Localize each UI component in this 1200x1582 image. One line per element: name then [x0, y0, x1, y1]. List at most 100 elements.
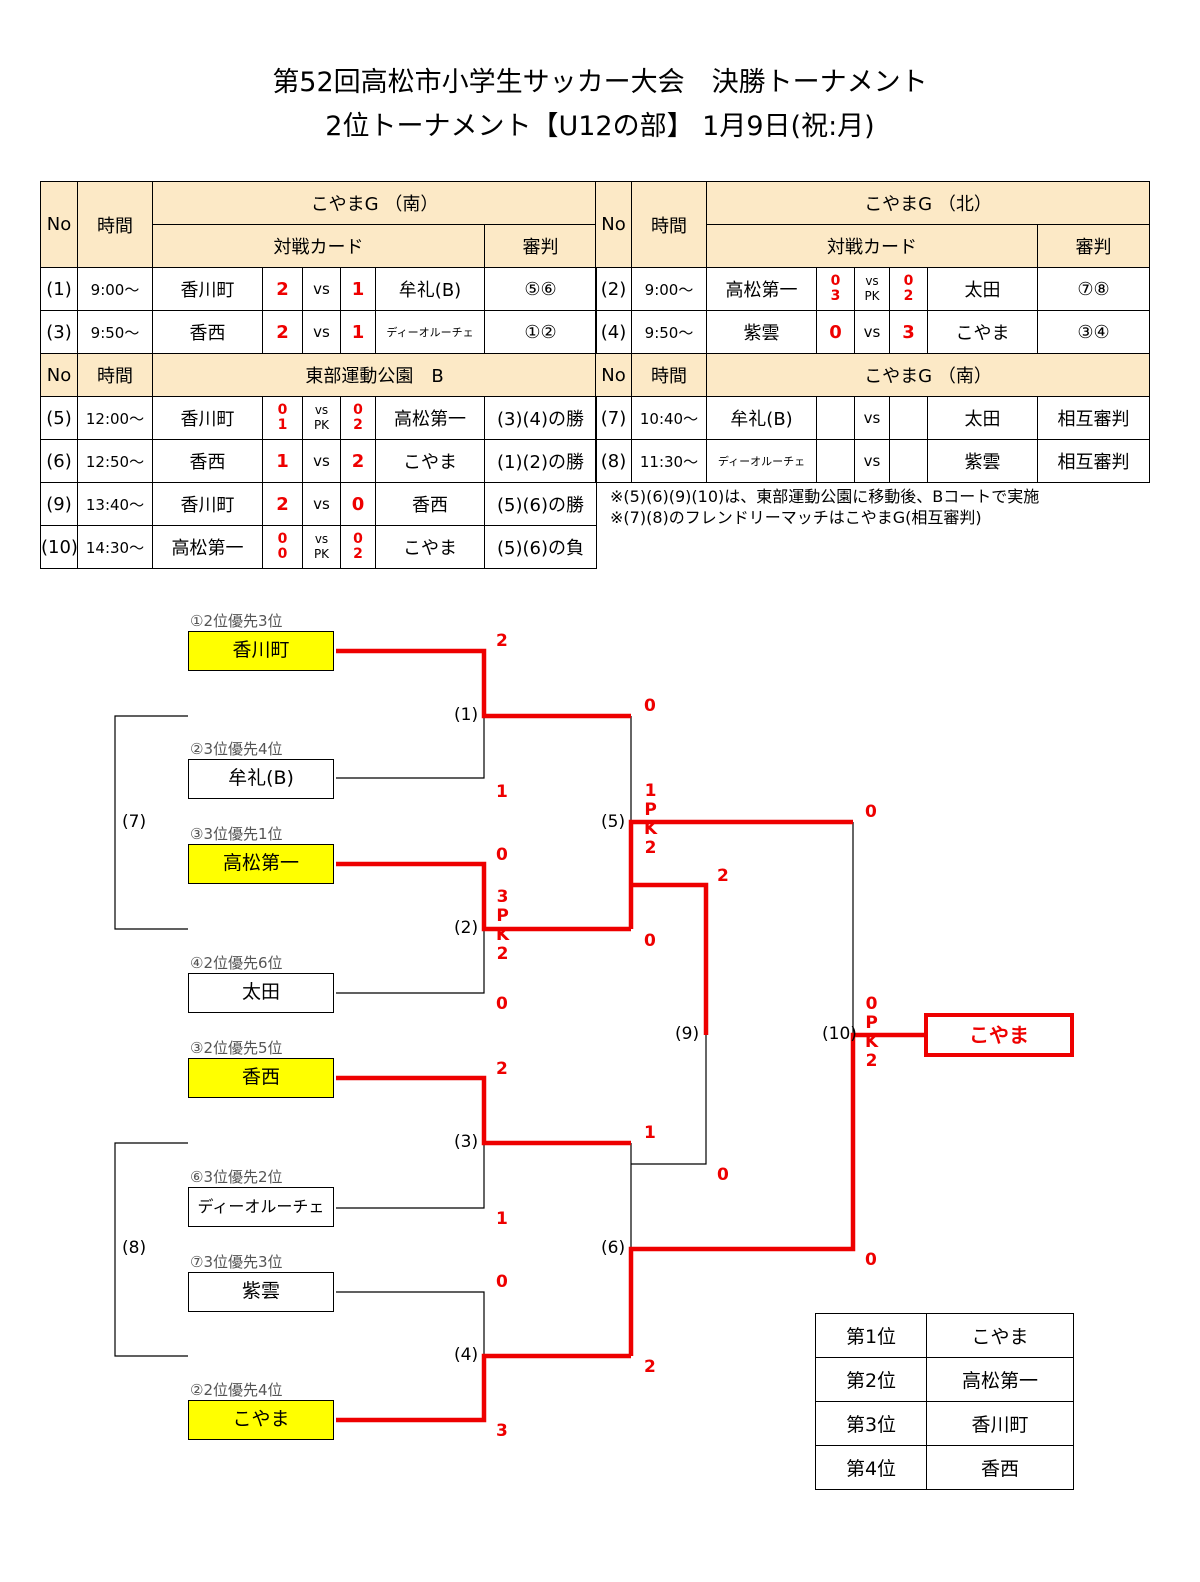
bracket-score: 2: [717, 866, 729, 886]
match-label: (7): [122, 812, 147, 832]
away-team: ディーオルーチェ: [375, 310, 485, 354]
rank-place: 第4位: [815, 1445, 927, 1490]
bracket-score: 0: [496, 994, 508, 1014]
champion-box: こやま: [924, 1013, 1074, 1057]
home-score: 2: [262, 267, 303, 311]
bracket-score: 0: [644, 696, 656, 716]
page-title: 第52回高松市小学生サッカー大会 決勝トーナメント: [272, 67, 928, 98]
match-time: 12:00～: [77, 396, 153, 440]
referee: (1)(2)の勝: [483, 439, 598, 483]
table-row: (8) 11:30～ ディーオルーチェ vs 紫雲 相互審判: [595, 439, 1151, 483]
vs-label: vs: [302, 267, 341, 311]
referee: ⑦⑧: [1036, 267, 1151, 311]
match-no: (9): [40, 482, 78, 526]
home-team: ディーオルーチェ: [706, 439, 817, 483]
home-score: 0: [277, 531, 288, 547]
referee: (5)(6)の負: [483, 525, 598, 569]
match-time: 14:30～: [77, 525, 153, 569]
match-label: (1): [454, 705, 479, 725]
home-score: 0: [277, 402, 288, 418]
away-team: 高松第一: [375, 396, 485, 440]
match-no: (6): [40, 439, 78, 483]
away-pk-score: 2: [903, 288, 914, 304]
away-team: 紫雲: [927, 439, 1038, 483]
home-team: 紫雲: [706, 310, 817, 354]
bracket-score: 0: [496, 1272, 508, 1292]
team-box: 太田: [188, 973, 334, 1013]
bracket-score: 2: [644, 1357, 656, 1377]
away-team: 太田: [927, 267, 1038, 311]
bracket-score: 3: [496, 1421, 508, 1441]
table-row: (3) 9:50～ 香西 2 vs 1 ディーオルーチェ ①②: [40, 310, 598, 354]
match-time: 13:40～: [77, 482, 153, 526]
match-time: 9:50～: [77, 310, 153, 354]
pk-label: PK: [313, 418, 330, 432]
match-label: (5): [601, 812, 626, 832]
referee: 相互審判: [1036, 439, 1151, 483]
away-score: 1: [340, 267, 376, 311]
home-team: 牟礼(B): [706, 396, 817, 440]
bracket-score: 1: [496, 782, 508, 802]
table-row: (9) 13:40～ 香川町 2 vs 0 香西 (5)(6)の勝: [40, 482, 598, 526]
home-score: 2: [262, 482, 303, 526]
home-pk-score: 0: [277, 546, 288, 562]
team-seed: ②2位優先4位: [190, 1381, 283, 1399]
team-box: 高松第一: [188, 844, 334, 884]
team-seed: ②3位優先4位: [190, 740, 283, 758]
match-card-header: 対戦カード: [152, 224, 485, 268]
match-no: (2): [595, 267, 632, 311]
bracket-score: 0: [496, 845, 508, 865]
home-team: 香川町: [152, 267, 263, 311]
home-score: 0: [830, 273, 841, 289]
referee: 相互審判: [1036, 396, 1151, 440]
rank-team: こやま: [926, 1313, 1074, 1358]
vs-label: vs: [302, 482, 341, 526]
away-team: 太田: [927, 396, 1038, 440]
bracket-score: 0: [644, 931, 656, 951]
away-score: 1: [340, 310, 376, 354]
team-seed: ⑦3位優先3位: [190, 1253, 283, 1271]
team-box: 牟礼(B): [188, 759, 334, 799]
match-time: 11:30～: [631, 439, 707, 483]
match-label: (4): [454, 1345, 479, 1365]
match-label: (6): [601, 1238, 626, 1258]
away-score: 0: [353, 402, 363, 418]
home-score: 0: [816, 310, 855, 354]
vs-label: vs: [854, 439, 890, 483]
team-box: こやま: [188, 1400, 334, 1440]
vs-label: vs: [314, 532, 329, 546]
match-card-header: 対戦カード: [706, 224, 1038, 268]
bracket-score: 0: [865, 1250, 877, 1270]
team-seed: ③2位優先5位: [190, 1039, 283, 1057]
header-no: No: [595, 181, 632, 268]
bracket-score: 0: [865, 802, 877, 822]
referee-header: 審判: [1036, 224, 1151, 268]
header-no: No: [40, 353, 78, 397]
vs-label: vs: [314, 403, 329, 417]
referee-header: 審判: [483, 224, 598, 268]
match-label: (2): [454, 918, 479, 938]
note-2: ※(7)(8)のフレンドリーマッチはこやまG(相互審判): [610, 508, 982, 527]
pk-label: PK: [313, 547, 330, 561]
venue-header: こやまG （北）: [705, 181, 1151, 225]
match-no: (4): [595, 310, 632, 354]
away-score: 3: [889, 310, 928, 354]
match-label: (9): [675, 1024, 700, 1044]
rank-team: 高松第一: [926, 1357, 1074, 1402]
home-pk-score: 3: [830, 288, 841, 304]
venue-header: こやまG （南）: [151, 181, 598, 225]
team-box: 香西: [188, 1058, 334, 1098]
away-team: 香西: [375, 482, 485, 526]
match-label: (10): [822, 1024, 857, 1044]
rank-place: 第1位: [815, 1313, 927, 1358]
header-time: 時間: [77, 181, 153, 268]
note-1: ※(5)(6)(9)(10)は、東部運動公園に移動後、Bコートで実施: [610, 487, 1040, 506]
team-box: 紫雲: [188, 1272, 334, 1312]
table-row: 第3位香川町: [815, 1401, 1074, 1446]
